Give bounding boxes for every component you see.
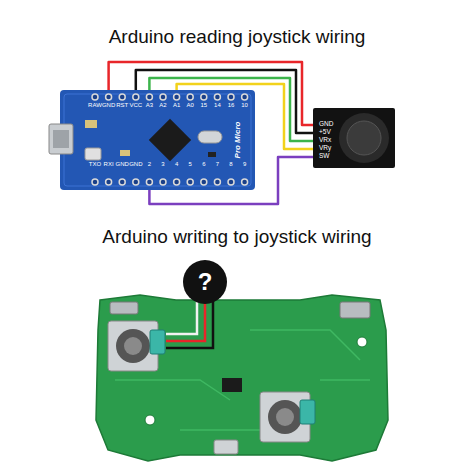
pin-hole [174, 94, 180, 100]
pin-label: 9 [243, 161, 246, 167]
bumper-switch [110, 302, 138, 314]
pin-hole [201, 94, 207, 100]
unknown-circle: ? [183, 260, 227, 304]
pin-label: 6 [202, 161, 205, 167]
joystick-knob [347, 121, 381, 155]
pin-hole [228, 94, 234, 100]
pin-label: +5V [319, 129, 331, 136]
led [208, 152, 216, 157]
pin-label: A3 [146, 102, 153, 108]
pin-label: SW [319, 153, 329, 160]
heading: Arduino writing to joystick wiring [0, 226, 474, 248]
pin-hole [201, 179, 207, 185]
bumper-switch [340, 302, 370, 318]
pin-hole [146, 94, 152, 100]
arduino-board: RAWGNDRSTVCCA3A2A1A015141610TXORXIGNDGND… [60, 90, 255, 190]
pin-label: 7 [216, 161, 219, 167]
pin-holes [92, 94, 248, 185]
usb-port [214, 440, 238, 454]
resistor [120, 150, 130, 156]
pin-hole [214, 179, 220, 185]
joystick-module: GND+5VVRxVRySW [313, 108, 395, 168]
wire [109, 62, 313, 125]
reset-button [85, 148, 101, 160]
pin-label: VCC [129, 102, 142, 108]
joystick-module [313, 108, 395, 168]
pin-label: RST [116, 102, 128, 108]
pin-hole [92, 179, 98, 185]
right-stick-pot [300, 400, 315, 424]
pin-label: 15 [200, 102, 207, 108]
pin-label: 16 [228, 102, 235, 108]
mount-hole [357, 337, 367, 347]
joystick-base [339, 113, 389, 163]
pin-label: 3 [161, 161, 164, 167]
pin-label: GND [129, 161, 142, 167]
pin-label: 14 [214, 102, 221, 108]
board-edge [64, 94, 251, 186]
wire [149, 78, 313, 141]
pin-label: VRx [319, 137, 331, 144]
pin-label: 10 [241, 102, 248, 108]
pin-hole [160, 94, 166, 100]
wire [166, 303, 205, 341]
microcontroller-chip [149, 119, 191, 161]
right-stick [268, 400, 302, 434]
wire [136, 70, 313, 133]
pcb-traces [115, 330, 370, 430]
left-stick-pot [150, 330, 165, 354]
pin-hole [242, 179, 248, 185]
pin-hole [174, 179, 180, 185]
pin-label: GND [116, 161, 129, 167]
pin-label: VRy [319, 145, 331, 152]
pin-hole [187, 94, 193, 100]
pin-hole [133, 94, 139, 100]
pin-label: 2 [148, 161, 151, 167]
mount-hole [145, 415, 155, 425]
pcb-chip [222, 378, 242, 392]
arduino-board [60, 90, 255, 190]
board-name: Pro Micro [234, 122, 242, 159]
capacitor [85, 120, 97, 128]
pin-hole [133, 179, 139, 185]
pin-label: 8 [229, 161, 232, 167]
pin-hole [119, 94, 125, 100]
circle-shape [183, 260, 227, 304]
pin-hole [214, 94, 220, 100]
pin-label: 4 [175, 161, 178, 167]
pin-label: GND [102, 102, 115, 108]
pin-label: A0 [187, 102, 194, 108]
pin-label: 5 [189, 161, 192, 167]
wire [149, 157, 313, 204]
right-stick-top [276, 408, 294, 426]
crystal [198, 131, 222, 143]
controller-pcb [96, 295, 388, 461]
pin-hole [146, 179, 152, 185]
pin-hole [92, 94, 98, 100]
usb-connector [49, 124, 73, 154]
pin-hole [187, 179, 193, 185]
left-stick [116, 329, 150, 363]
pin-hole [228, 179, 234, 185]
pin-label: RXI [104, 161, 114, 167]
wire [166, 300, 213, 348]
wire [166, 300, 197, 334]
wire [177, 84, 313, 149]
pin-hole [119, 179, 125, 185]
pin-label: GND [319, 121, 333, 128]
pin-label: TXO [89, 161, 101, 167]
pin-label: RAW [88, 102, 102, 108]
pin-hole [106, 94, 112, 100]
usb-port [53, 130, 69, 148]
pin-label: A2 [159, 102, 166, 108]
pin-hole [242, 94, 248, 100]
left-stick-top [124, 337, 142, 355]
pin-label: A1 [173, 102, 180, 108]
pin-hole [106, 179, 112, 185]
question-mark: ? [198, 270, 213, 294]
heading: Arduino reading joystick wiring [0, 26, 474, 48]
pin-hole [160, 179, 166, 185]
